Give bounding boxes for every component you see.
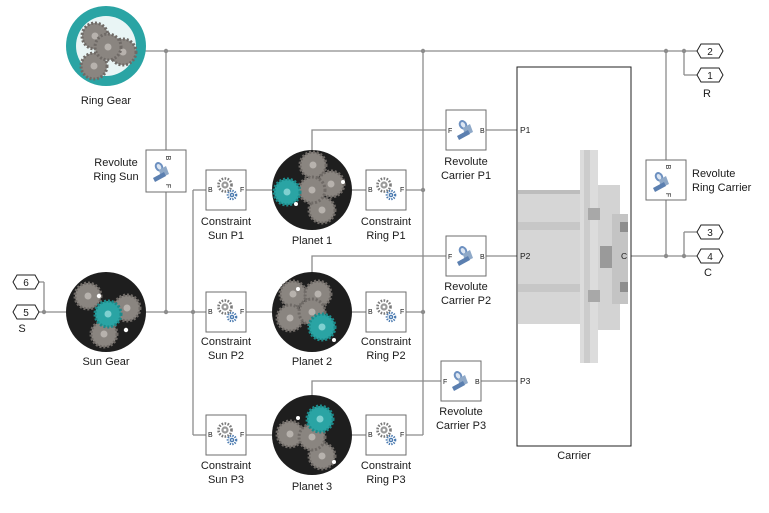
port-f: F (400, 187, 404, 194)
junction-dots (41, 48, 687, 315)
revolute-ring-sun-label-2: Ring Sun (93, 171, 138, 183)
constraint-ring-p2-label-2: Ring P2 (366, 350, 405, 362)
port-b: B (480, 128, 485, 135)
port-b: B (164, 156, 171, 161)
port-b: B (475, 379, 480, 386)
port-f: F (448, 128, 452, 135)
revolute-carrier-p3-label-1: Revolute (439, 406, 482, 418)
revolute-carrier-p2-block[interactable]: F B Revolute Carrier P2 (441, 235, 491, 307)
port-b: B (208, 432, 213, 439)
connection-port-2[interactable]: 2 (696, 43, 724, 59)
revolute-ring-carrier-label-2: Ring Carrier (692, 182, 752, 194)
revolute-carrier-p1-label-1: Revolute (444, 156, 487, 168)
constraint-sun-p2-block[interactable]: B F Constraint Sun P2 (201, 291, 251, 362)
connection-port-4-number: 4 (707, 252, 713, 263)
constraint-sun-p1-label-1: Constraint (201, 216, 251, 228)
revolute-carrier-p1-block[interactable]: F B Revolute Carrier P1 (441, 109, 491, 182)
port-b: B (208, 187, 213, 194)
planet-2-block[interactable]: Planet 2 (272, 272, 352, 368)
port-f: F (164, 184, 171, 188)
revolute-ring-carrier-label-1: Revolute (692, 168, 735, 180)
revolute-carrier-p2-label-2: Carrier P2 (441, 295, 491, 307)
port-f: F (240, 432, 244, 439)
constraint-ring-p1-label-1: Constraint (361, 216, 411, 228)
revolute-carrier-p3-block[interactable]: F B Revolute Carrier P3 (436, 360, 486, 432)
revolute-ring-sun-block[interactable]: B F Revolute Ring Sun (93, 149, 187, 193)
constraint-ring-p3-label-2: Ring P3 (366, 474, 405, 486)
revolute-ring-carrier-block[interactable]: B F Revolute Ring Carrier (645, 159, 752, 201)
constraint-sun-p1-block[interactable]: B F Constraint Sun P1 (201, 169, 251, 242)
port-b: B (368, 432, 373, 439)
carrier-port-c: C (621, 251, 627, 261)
port-b: B (208, 309, 213, 316)
ring-group-label: R (703, 88, 711, 100)
carrier-port-p2: P2 (520, 251, 531, 261)
connection-port-3-number: 3 (707, 228, 713, 239)
carrier-port-p1: P1 (520, 125, 531, 135)
carrier-label: Carrier (557, 450, 591, 462)
connection-port-6-number: 6 (23, 278, 29, 289)
planet-3-block[interactable]: Planet 3 (272, 395, 352, 493)
ring-gear-label: Ring Gear (81, 95, 131, 107)
carrier-block[interactable]: P1 P2 P3 C Carrier (516, 66, 632, 462)
port-f: F (443, 379, 447, 386)
connection-port-5-number: 5 (23, 308, 29, 319)
connection-port-2-number: 2 (707, 47, 713, 58)
connection-port-1-number: 1 (707, 71, 713, 82)
port-f: F (240, 187, 244, 194)
revolute-carrier-p3-label-2: Carrier P3 (436, 420, 486, 432)
revolute-carrier-p2-label-1: Revolute (444, 281, 487, 293)
connection-port-6[interactable]: 6 (12, 274, 40, 290)
revolute-ring-sun-label-1: Revolute (94, 157, 137, 169)
port-b: B (368, 187, 373, 194)
carrier-port-p3: P3 (520, 376, 531, 386)
connection-port-3[interactable]: 3 (696, 224, 724, 240)
constraint-sun-p3-label-2: Sun P3 (208, 474, 244, 486)
sun-gear-label: Sun Gear (82, 356, 129, 368)
sun-gear-block[interactable]: Sun Gear (66, 272, 146, 368)
constraint-sun-p3-block[interactable]: B F Constraint Sun P3 (201, 414, 251, 486)
constraint-ring-p2-block[interactable]: B F Constraint Ring P2 (361, 291, 411, 362)
ring-gear-block[interactable]: Ring Gear (66, 6, 146, 107)
sun-group-label: S (18, 323, 25, 335)
connection-port-5[interactable]: 5 (12, 304, 40, 320)
planet-1-block[interactable]: Planet 1 (272, 150, 352, 247)
planet-1-label: Planet 1 (292, 235, 332, 247)
constraint-ring-p3-label-1: Constraint (361, 460, 411, 472)
planet-3-label: Planet 3 (292, 481, 332, 493)
planet-2-label: Planet 2 (292, 356, 332, 368)
port-f: F (664, 193, 671, 197)
connection-lines (22, 34, 697, 436)
constraint-sun-p1-label-2: Sun P1 (208, 230, 244, 242)
constraint-ring-p2-label-1: Constraint (361, 336, 411, 348)
constraint-sun-p2-label-1: Constraint (201, 336, 251, 348)
port-f: F (400, 432, 404, 439)
port-b: B (368, 309, 373, 316)
constraint-sun-p3-label-1: Constraint (201, 460, 251, 472)
port-b: B (480, 254, 485, 261)
revolute-carrier-p1-label-2: Carrier P1 (441, 170, 491, 182)
constraint-ring-p3-block[interactable]: B F Constraint Ring P3 (361, 414, 411, 486)
port-f: F (240, 309, 244, 316)
port-f: F (448, 254, 452, 261)
port-f: F (400, 309, 404, 316)
port-b: B (664, 165, 671, 170)
constraint-ring-p1-block[interactable]: B F Constraint Ring P1 (361, 169, 411, 242)
constraint-ring-p1-label-2: Ring P1 (366, 230, 405, 242)
constraint-sun-p2-label-2: Sun P2 (208, 350, 244, 362)
carrier-group-label: C (704, 267, 712, 279)
connection-port-4[interactable]: 4 (696, 248, 724, 264)
connection-port-1[interactable]: 1 (696, 67, 724, 83)
